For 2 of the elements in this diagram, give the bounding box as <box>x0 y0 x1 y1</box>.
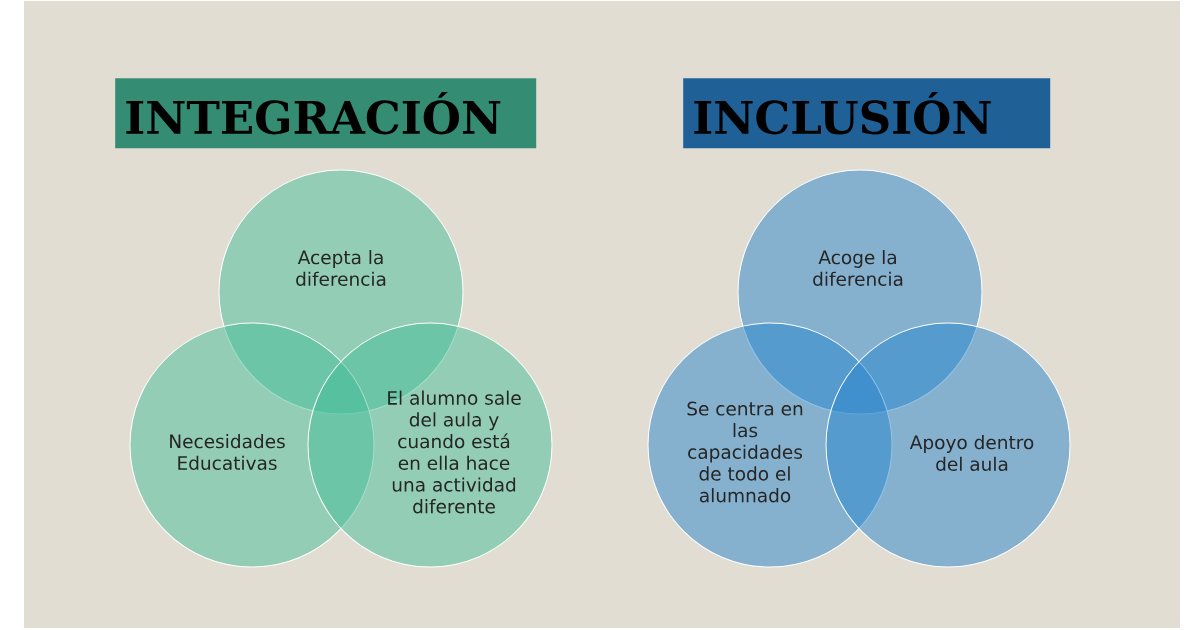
title-banner: INCLUSIÓN <box>683 78 1051 149</box>
title-banner: INTEGRACIÓN <box>115 78 537 149</box>
